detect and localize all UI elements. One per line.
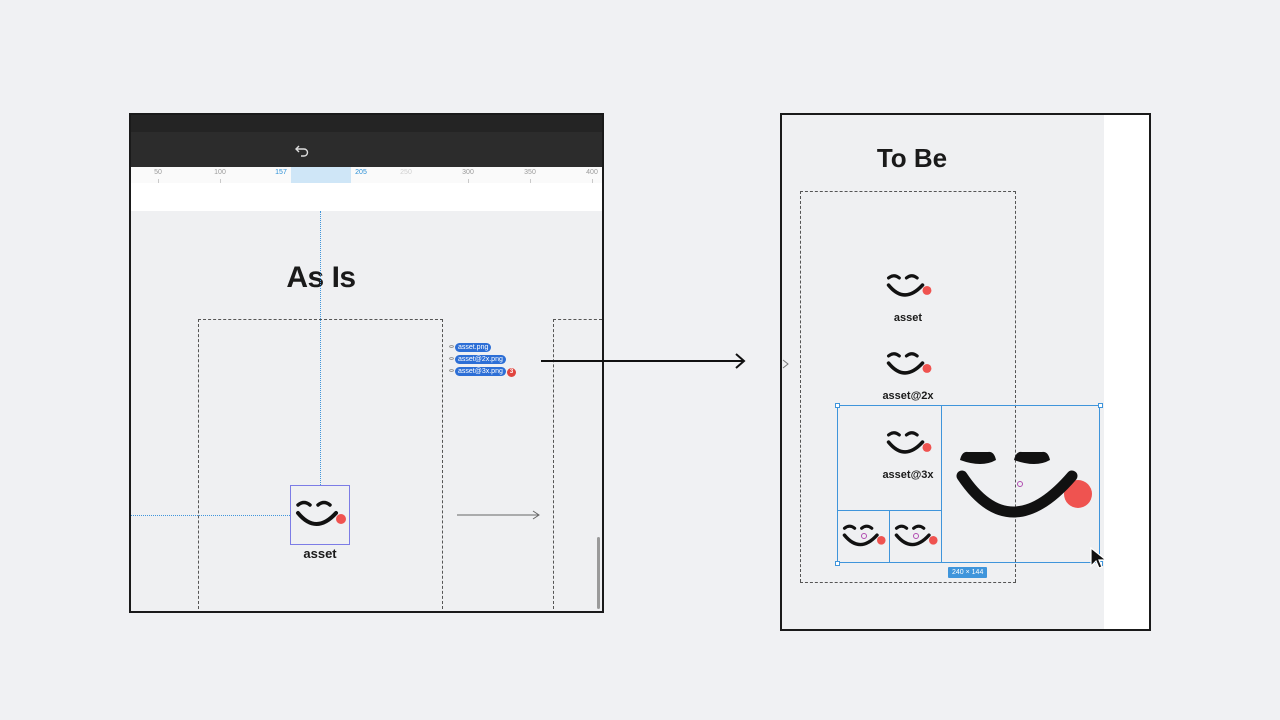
count-badge: 3: [507, 368, 516, 377]
title-bar: [131, 115, 602, 132]
chevron-right-icon: [782, 359, 789, 369]
resize-handle[interactable]: [1098, 403, 1103, 408]
eye-icon[interactable]: [449, 345, 454, 348]
ruler-tick: 250: [400, 169, 412, 176]
transition-arrow-icon: [541, 353, 746, 369]
arrow-right-icon: [457, 510, 540, 520]
asset-label: asset: [303, 546, 337, 561]
ruler-tick: 350: [524, 169, 536, 176]
selection-size-badge: 240 × 144: [948, 567, 988, 578]
to-be-title: To Be: [876, 143, 948, 173]
dashed-frame-left: [800, 191, 801, 582]
face-icon[interactable]: [841, 521, 889, 551]
file-pill-asset-3x-png[interactable]: asset@3x.png: [455, 367, 506, 376]
center-point: [913, 533, 919, 539]
asset-label: asset: [893, 312, 923, 324]
ruler-tick-selection-end: 205: [355, 169, 367, 176]
resize-handle[interactable]: [835, 403, 840, 408]
vertical-guide: [320, 211, 321, 485]
ruler-tick: 100: [214, 169, 226, 176]
face-icon: [886, 274, 932, 297]
dashed-frame-right: [1015, 191, 1016, 582]
face-icon[interactable]: [885, 427, 935, 459]
center-point: [1017, 481, 1023, 487]
dashed-frame-next-left: [553, 319, 554, 609]
selected-asset-frame[interactable]: [290, 485, 350, 545]
ruler-selection-range: [291, 167, 351, 183]
ruler-tick: 50: [154, 169, 162, 176]
as-is-window: 50 100 157 205 250 300 350 400 As Is ass…: [129, 113, 604, 613]
undo-icon[interactable]: [293, 141, 311, 159]
vertical-scrollbar[interactable]: [597, 537, 600, 609]
face-icon: [886, 352, 932, 375]
dashed-frame-next-top: [553, 319, 602, 320]
asset-2x-label: asset@2x: [882, 390, 934, 402]
selection-divider: [889, 510, 890, 563]
dashed-frame-right: [442, 319, 443, 609]
toolbar: [131, 132, 602, 167]
ruler-tick: 400: [586, 169, 598, 176]
ruler-tick: 300: [462, 169, 474, 176]
face-icon[interactable]: [893, 521, 941, 551]
horizontal-ruler[interactable]: 50 100 157 205 250 300 350 400: [131, 167, 602, 184]
horizontal-guide: [131, 515, 290, 516]
ruler-tick-selection-start: 157: [275, 169, 287, 176]
eye-icon[interactable]: [449, 369, 454, 372]
dashed-frame-bottom: [800, 582, 1016, 583]
multi-selection-box[interactable]: [837, 405, 1100, 563]
file-pill-asset-2x-png[interactable]: asset@2x.png: [455, 355, 506, 364]
center-point: [861, 533, 867, 539]
face-icon[interactable]: [954, 448, 1098, 524]
eye-icon[interactable]: [449, 357, 454, 360]
side-panel: [1104, 115, 1149, 629]
as-is-title: As Is: [286, 261, 356, 294]
resize-handle[interactable]: [835, 561, 840, 566]
to-be-window: To Be asset asset@2x asset@3x: [780, 113, 1151, 631]
asset-3x-label: asset@3x: [882, 469, 934, 481]
canvas-header-strip: [131, 183, 602, 211]
selection-divider: [941, 405, 942, 563]
face-icon[interactable]: [294, 497, 350, 531]
file-pill-asset-png[interactable]: asset.png: [455, 343, 492, 352]
dashed-frame-top: [800, 191, 1016, 192]
dashed-frame-left: [198, 319, 199, 609]
cursor-icon: [1090, 547, 1108, 569]
